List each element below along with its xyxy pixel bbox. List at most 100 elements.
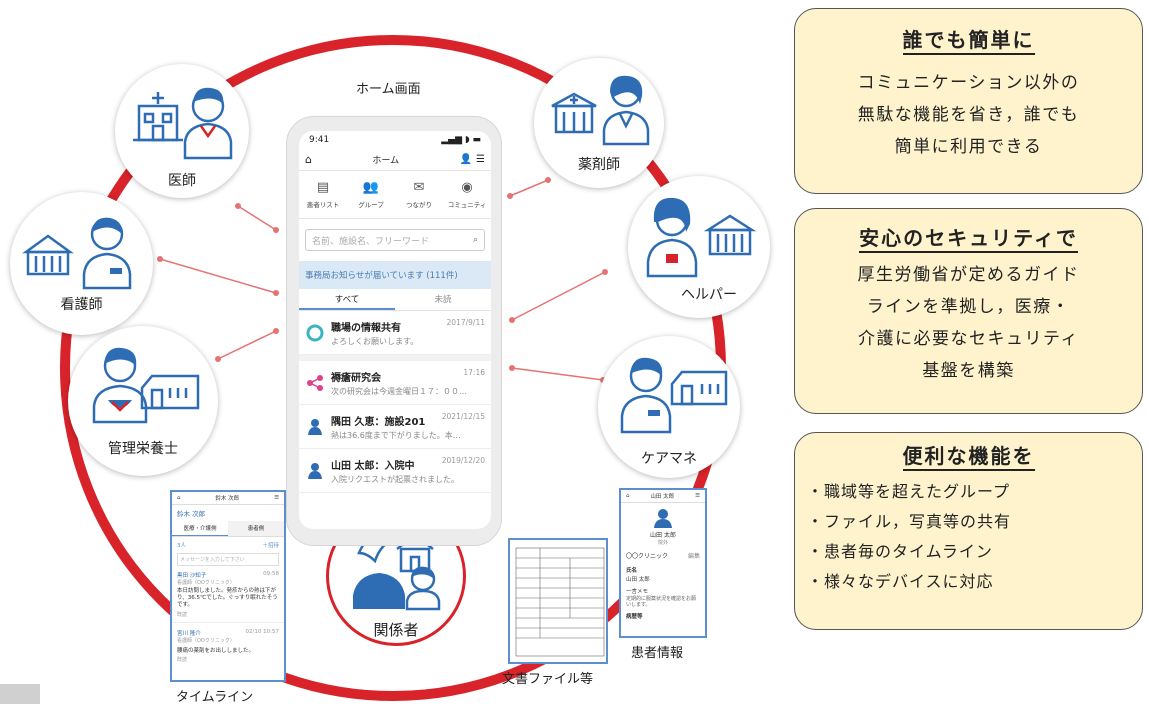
list-item[interactable]: 職場の情報共有よろしくお願いします。 2017/9/11 xyxy=(299,311,491,355)
patient-list-icon: ▤ xyxy=(316,179,330,195)
dietitian-label: 管理栄養士 xyxy=(108,441,178,457)
home-icon[interactable]: ⌂ xyxy=(305,153,312,166)
menu-icon: ☰ xyxy=(274,495,279,501)
node-care-manager: ケアマネ xyxy=(598,336,740,478)
item-date: 17:16 xyxy=(463,368,485,377)
node-pharmacist: 薬剤師 xyxy=(534,58,664,188)
timeline-header: 鈴木 次郎 xyxy=(215,496,240,502)
patient-name: 山田 太郎 xyxy=(650,532,676,539)
invite-link: ＋招待 xyxy=(262,543,279,549)
node-nurse: 看護師 xyxy=(10,192,153,335)
notice-banner[interactable]: 事務局お知らせが届いています (111件) xyxy=(299,261,491,289)
post-org: 看護師（OOクリニック） xyxy=(177,638,235,644)
feature-box-functions: 便利な機能を ・職域等を超えたグループ ・ファイル，写真等の共有 ・患者毎のタイ… xyxy=(794,432,1143,630)
post-author: 黒田 沙知子 xyxy=(177,573,207,579)
related-label: 関係者 xyxy=(373,621,419,639)
patient-caption: 患者情報 xyxy=(631,646,684,661)
search-input[interactable]: 名前、施設名、フリーワード ⌕ xyxy=(305,229,485,251)
care-manager-icon xyxy=(620,357,728,434)
history-label: 病歴等 xyxy=(626,614,643,620)
menu-icon[interactable]: ☰ xyxy=(476,154,485,165)
menu-icon: ☰ xyxy=(695,493,700,499)
patient-clinic: 〇〇クリニック xyxy=(626,553,669,560)
tab-label: グループ xyxy=(358,200,384,209)
box-line: 無駄な機能を省き，誰でも xyxy=(857,105,1080,125)
feature-box-security: 安心のセキュリティで 厚生労働省が定めるガイド ラインを準拠し，医療・ 介護に必… xyxy=(794,208,1143,414)
timeline-user: 鈴木 次郎 xyxy=(177,510,206,518)
connector-lines xyxy=(159,179,606,381)
search-icon[interactable]: ⌕ xyxy=(472,235,478,245)
segment-unread[interactable]: 未読 xyxy=(434,295,452,305)
home-screen-caption: ホーム画面 xyxy=(356,82,421,97)
person-avatar-icon xyxy=(305,461,325,481)
post-read: 既読 xyxy=(177,612,188,618)
documents-caption: 文書ファイル等 xyxy=(502,672,594,687)
doctor-icon xyxy=(133,87,233,160)
box-title: 便利な機能を xyxy=(902,443,1035,471)
connector-nurse xyxy=(159,258,277,294)
network-avatar-icon xyxy=(305,373,325,393)
timeline-caption: タイムライン xyxy=(176,690,254,704)
node-doctor: 医師 xyxy=(115,64,249,198)
feature-item: ・職域等を超えたグループ xyxy=(807,482,1011,501)
item-subtitle: よろしくお願いします。 xyxy=(331,336,419,346)
connector-pharmacist xyxy=(509,179,549,197)
node-dietitian: 管理栄養士 xyxy=(68,326,218,476)
participant-count: 3人 xyxy=(177,543,186,549)
post-text: 腰痛の薬剤をお出ししました。 xyxy=(177,648,255,654)
field-value: 山田 太郎 xyxy=(626,577,650,583)
post-read: 既読 xyxy=(177,657,188,663)
mail-icon: ✉ xyxy=(413,179,425,195)
box-line: 簡単に利用できる xyxy=(894,137,1043,157)
item-title: 褥瘡研究会 xyxy=(331,372,381,384)
phone-mockup: 9:41 ▂▄▆ ◗ ▬ ⌂ ホーム 👤 ☰ ▤患者リスト 👥グループ ✉ つなが… xyxy=(286,116,502,546)
item-subtitle: 次の研究会は今週金曜日１７：００… xyxy=(331,386,467,396)
connector-doctor xyxy=(237,205,277,231)
tab-label: つながり xyxy=(406,200,432,209)
node-helper: ヘルパー xyxy=(628,176,770,318)
tab-group[interactable]: 👥グループ xyxy=(347,171,395,218)
feature-box-easy: 誰でも簡単に コミュニケーション以外の 無駄な機能を省き，誰でも 簡単に利用でき… xyxy=(794,8,1143,194)
home-icon: ⌂ xyxy=(177,495,181,501)
list-item[interactable]: 褥瘡研究会次の研究会は今週金曜日１７：００… 17:16 xyxy=(299,361,491,405)
status-time: 9:41 xyxy=(309,135,330,145)
box-title: 誰でも簡単に xyxy=(902,27,1035,55)
segment-all[interactable]: すべて xyxy=(299,289,395,310)
post-time: 09:58 xyxy=(263,571,279,577)
add-user-icon[interactable]: 👤 xyxy=(459,154,473,165)
item-date: 2021/12/15 xyxy=(441,412,485,421)
tab-patient-list[interactable]: ▤患者リスト xyxy=(299,171,347,218)
timeline-tab-b: 患者側 xyxy=(228,521,284,536)
community-icon: ◉ xyxy=(461,179,473,195)
corner-block xyxy=(0,684,40,704)
connector-care-manager xyxy=(511,367,604,381)
app-header: ⌂ ホーム 👤 ☰ xyxy=(299,149,491,171)
patient-avatar-icon xyxy=(621,503,705,530)
post-text: 本日訪問しました。発疹からの熱は下がり、36.5℃でした。ぐっすり眠れたそうです… xyxy=(177,588,278,608)
item-date: 2019/12/20 xyxy=(441,456,485,465)
item-title: 山田 太郎：入院中 xyxy=(331,460,415,472)
pharmacist-icon xyxy=(551,75,650,146)
nurse-label: 看護師 xyxy=(60,297,103,313)
patient-status: 院外 xyxy=(657,540,668,546)
item-date: 2017/9/11 xyxy=(446,318,485,327)
box-line: ラインを準拠し，医療・ xyxy=(866,297,1071,317)
helper-label: ヘルパー xyxy=(681,287,737,303)
document-form-icon xyxy=(515,547,605,657)
search-placeholder: 名前、施設名、フリーワード xyxy=(312,236,430,247)
connector-helper xyxy=(511,271,606,321)
tab-connections[interactable]: ✉ つながり xyxy=(395,171,443,218)
box-title: 安心のセキュリティで xyxy=(859,225,1078,253)
feature-item: ・様々なデバイスに対応 xyxy=(807,572,994,591)
signal-icon: ▂▄▆ ◗ ▬ xyxy=(441,135,481,145)
feature-item: ・患者毎のタイムライン xyxy=(807,542,993,561)
doctor-label: 医師 xyxy=(168,173,196,189)
list-item[interactable]: 山田 太郎：入院中入院リクエストが起票されました。 2019/12/20 xyxy=(299,449,491,493)
phone-tabs: ▤患者リスト 👥グループ ✉ つながり ◉コミュニティ xyxy=(299,171,491,219)
box-line: 基盤を構築 xyxy=(922,361,1015,381)
tab-community[interactable]: ◉コミュニティ xyxy=(443,171,491,218)
post-author: 宮川 隆介 xyxy=(177,631,201,637)
item-subtitle: 熱は36.6度まで下がりました。本… xyxy=(331,430,461,440)
person-avatar-icon xyxy=(305,417,325,437)
